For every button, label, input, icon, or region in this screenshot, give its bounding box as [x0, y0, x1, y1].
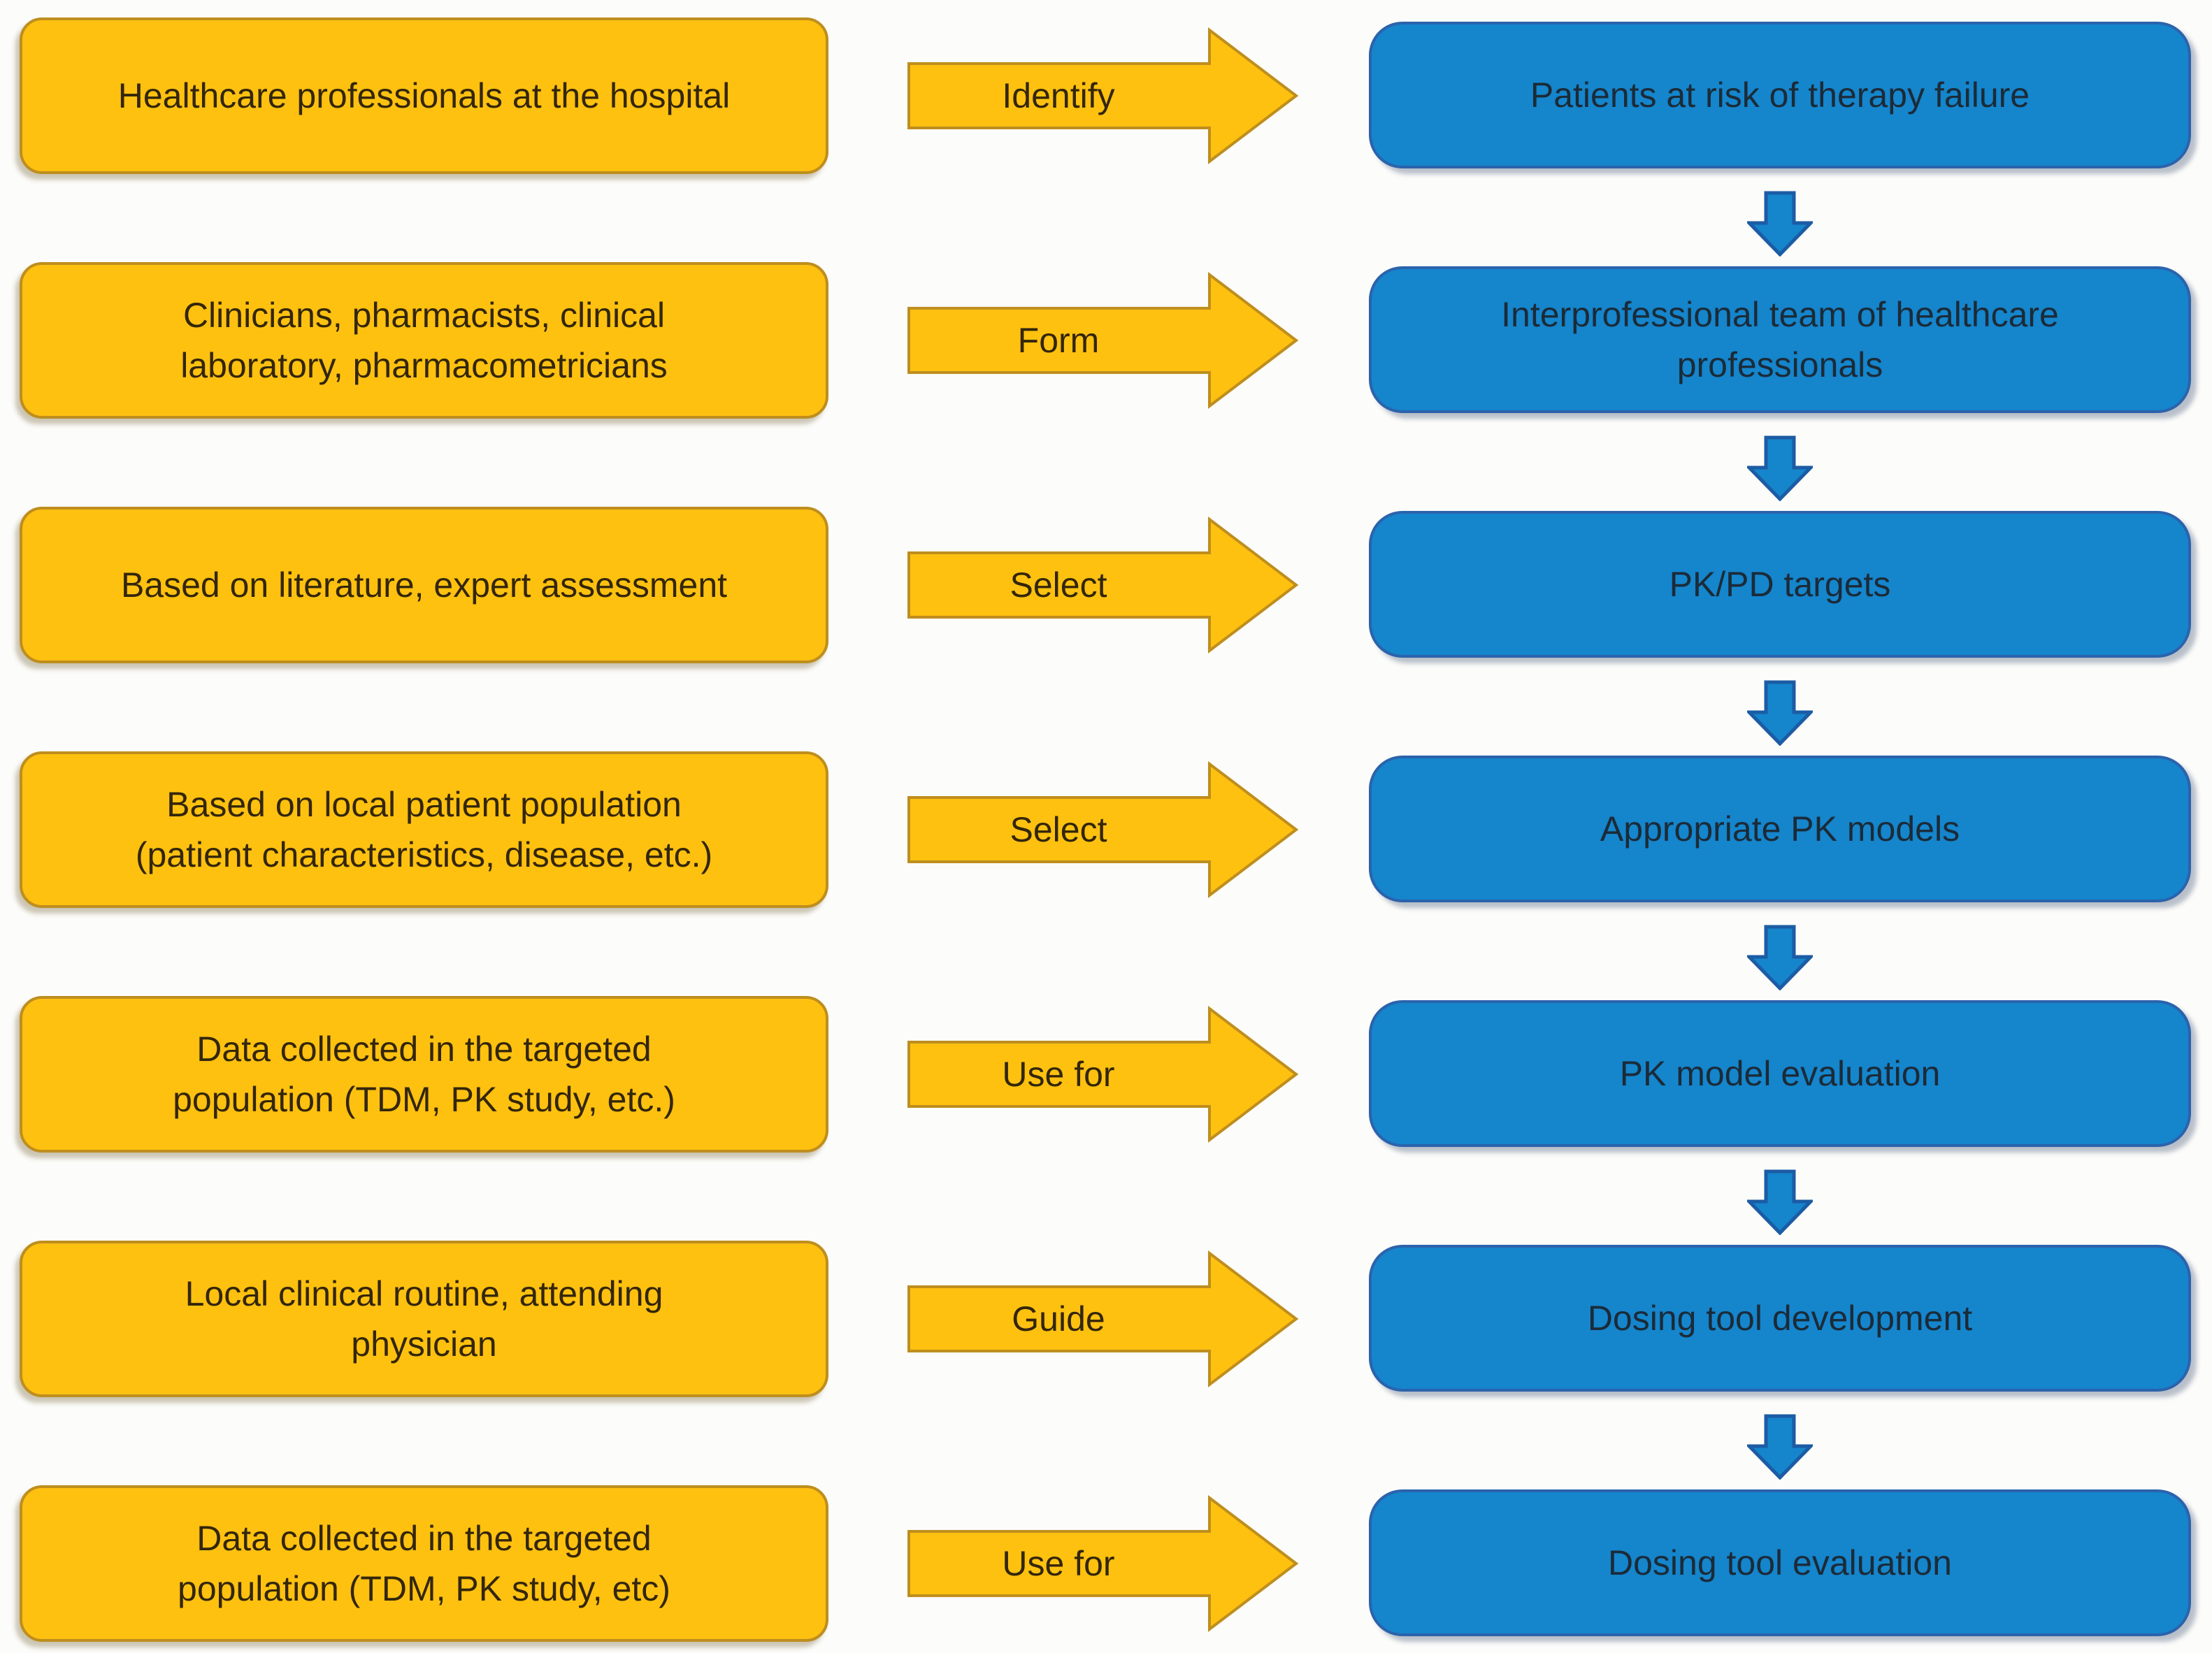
- result-label: PK model evaluation: [1619, 1054, 1941, 1093]
- action-label: Use for: [1002, 1055, 1115, 1094]
- action-label: Guide: [1012, 1299, 1105, 1338]
- right-arrow-icon: [907, 1250, 1299, 1388]
- source-label: Clinicians, pharmacists, clinical labora…: [180, 296, 668, 385]
- right-arrow-icon: [907, 760, 1299, 899]
- action-arrow: Identify: [907, 26, 1299, 166]
- action-arrow: Use for: [907, 1494, 1299, 1633]
- down-arrow-icon: [1747, 1414, 1813, 1480]
- source-box: Clinicians, pharmacists, clinical labora…: [20, 262, 828, 419]
- action-arrow: Select: [907, 515, 1299, 655]
- source-box: Local clinical routine, attending physic…: [20, 1241, 828, 1397]
- flow-row: Clinicians, pharmacists, clinical labora…: [0, 262, 2212, 501]
- down-arrow-icon: [1747, 925, 1813, 990]
- action-arrow: Select: [907, 760, 1299, 900]
- action-label: Identify: [1002, 76, 1115, 115]
- action-label: Use for: [1002, 1544, 1115, 1583]
- flow-row: Based on literature, expert assessment S…: [0, 507, 2212, 746]
- source-label: Data collected in the targeted populatio…: [173, 1030, 675, 1119]
- down-arrow-icon: [1747, 680, 1813, 746]
- result-label: Dosing tool development: [1587, 1299, 1973, 1338]
- source-label: Healthcare professionals at the hospital: [117, 76, 731, 115]
- right-arrow-icon: [907, 516, 1299, 654]
- result-label: Dosing tool evaluation: [1608, 1543, 1952, 1582]
- source-label: Local clinical routine, attending physic…: [185, 1274, 663, 1364]
- result-box: PK/PD targets: [1369, 511, 2191, 658]
- source-box: Data collected in the targeted populatio…: [20, 1485, 828, 1642]
- action-label: Select: [1010, 810, 1107, 849]
- down-arrow-icon: [1747, 191, 1813, 257]
- action-arrow: Use for: [907, 1004, 1299, 1144]
- result-box: Interprofessional team of healthcare pro…: [1369, 266, 2191, 413]
- action-arrow: Form: [907, 270, 1299, 410]
- result-label: PK/PD targets: [1669, 565, 1891, 604]
- result-label: Appropriate PK models: [1600, 809, 1960, 849]
- flow-row: Data collected in the targeted populatio…: [0, 1485, 2212, 1642]
- flow-row: Local clinical routine, attending physic…: [0, 1241, 2212, 1480]
- down-arrow-icon: [1747, 1169, 1813, 1235]
- source-box: Data collected in the targeted populatio…: [20, 996, 828, 1153]
- flow-row: Healthcare professionals at the hospital…: [0, 17, 2212, 257]
- down-arrow-icon: [1747, 435, 1813, 501]
- source-label: Based on local patient population (patie…: [135, 785, 713, 874]
- action-arrow: Guide: [907, 1249, 1299, 1389]
- source-box: Healthcare professionals at the hospital: [20, 17, 828, 174]
- result-label: Interprofessional team of healthcare pro…: [1501, 295, 2059, 384]
- right-arrow-icon: [907, 27, 1299, 165]
- result-box: PK model evaluation: [1369, 1000, 2191, 1147]
- result-box: Patients at risk of therapy failure: [1369, 22, 2191, 168]
- result-box: Dosing tool development: [1369, 1245, 2191, 1392]
- right-arrow-icon: [907, 1494, 1299, 1633]
- action-label: Select: [1010, 565, 1107, 605]
- right-arrow-icon: [907, 271, 1299, 410]
- source-box: Based on local patient population (patie…: [20, 751, 828, 908]
- action-label: Form: [1017, 321, 1100, 360]
- right-arrow-icon: [907, 1005, 1299, 1143]
- flow-row: Data collected in the targeted populatio…: [0, 996, 2212, 1235]
- result-box: Dosing tool evaluation: [1369, 1489, 2191, 1636]
- source-label: Based on literature, expert assessment: [120, 565, 728, 605]
- source-label: Data collected in the targeted populatio…: [178, 1519, 670, 1608]
- flow-row: Based on local patient population (patie…: [0, 751, 2212, 990]
- result-label: Patients at risk of therapy failure: [1530, 75, 2030, 115]
- source-box: Based on literature, expert assessment: [20, 507, 828, 663]
- result-box: Appropriate PK models: [1369, 756, 2191, 902]
